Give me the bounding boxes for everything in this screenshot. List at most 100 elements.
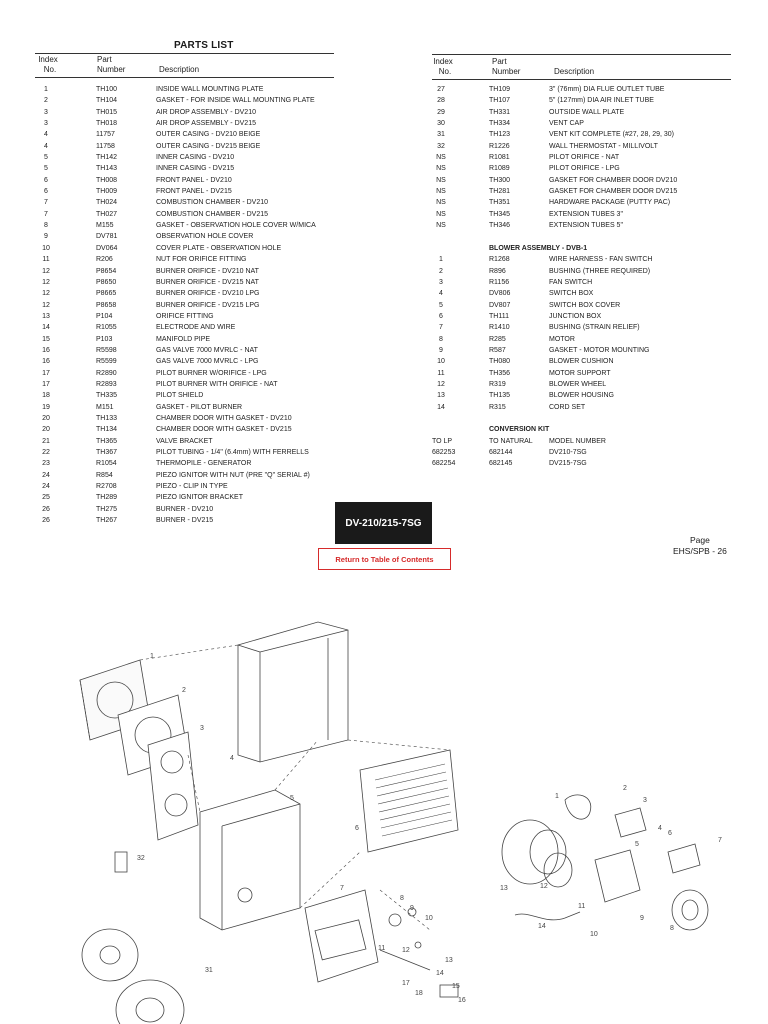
description-cell: GASKET - PILOT BURNER <box>156 403 243 411</box>
description-cell: EXTENSION TUBES 3" <box>549 210 623 218</box>
description-cell: MODEL NUMBER <box>549 437 606 445</box>
cord-set <box>514 911 581 921</box>
description-cell: GASKET FOR CHAMBER DOOR DV210 <box>549 176 678 184</box>
index-cell: 3 <box>44 120 48 128</box>
part-number-cell: TH331 <box>489 108 511 116</box>
part-number-cell: R1226 <box>489 142 510 150</box>
description-cell: COVER PLATE - OBSERVATION HOLE <box>156 244 282 252</box>
exploded-diagram-svg: 1234567891011121314151617183231123456789… <box>79 621 722 1024</box>
right-header-description: Description <box>554 67 595 76</box>
diagram-callout: 7 <box>340 885 344 892</box>
part-number-cell: R1081 <box>489 154 510 162</box>
part-number-cell: R2708 <box>96 483 117 491</box>
index-cell: 11 <box>437 369 445 377</box>
index-cell: 1 <box>439 256 443 264</box>
description-cell: ELECTRODE AND WIRE <box>156 324 236 332</box>
inner-casing <box>199 789 301 931</box>
part-number-cell: R315 <box>489 403 506 411</box>
part-number-cell: TH135 <box>489 392 511 400</box>
left-table-header-rule <box>35 77 334 78</box>
index-cell: 18 <box>42 392 50 400</box>
index-cell: 26 <box>42 517 50 525</box>
diagram-callout: 3 <box>200 725 204 732</box>
index-cell: 30 <box>437 120 445 128</box>
diagram-callout: 3 <box>643 797 647 804</box>
description-cell: ORIFICE FITTING <box>156 312 214 320</box>
right-table-header-rule <box>432 79 731 80</box>
part-number-cell: R319 <box>489 380 506 388</box>
blower-motor <box>671 889 709 931</box>
part-number-cell: TH080 <box>489 358 511 366</box>
index-cell: 12 <box>42 278 50 286</box>
part-number-cell: R206 <box>96 256 113 264</box>
description-cell: INSIDE WALL MOUNTING PLATE <box>156 86 264 93</box>
description-cell: DV215-7SG <box>549 460 587 468</box>
index-cell: 6 <box>44 188 48 196</box>
index-cell: 13 <box>42 312 50 320</box>
right-table-top-rule <box>432 54 731 55</box>
section-heading-label: CONVERSION KIT <box>489 426 550 434</box>
index-cell: NS <box>436 210 446 218</box>
part-number-cell: TH104 <box>96 97 118 105</box>
index-cell: 27 <box>437 86 445 93</box>
part-number-cell: DV064 <box>96 244 118 252</box>
part-number-cell: R2890 <box>96 369 117 377</box>
part-number-cell: 682144 <box>489 449 513 456</box>
index-cell: NS <box>436 154 446 162</box>
diagram-callout: 11 <box>378 945 385 952</box>
part-number-cell: R1055 <box>96 324 117 332</box>
description-cell: WALL THERMOSTAT - MILLIVOLT <box>549 142 658 150</box>
index-cell: 26 <box>42 505 50 513</box>
index-cell: 23 <box>42 460 50 468</box>
part-number-cell: TH267 <box>96 517 118 525</box>
part-number-cell: TH275 <box>96 505 118 513</box>
index-cell: NS <box>436 176 446 184</box>
index-cell: 7 <box>44 210 48 218</box>
section-heading: BLOWER ASSEMBLY - DVB-1 <box>432 243 732 254</box>
part-number-cell: P8654 <box>96 267 117 275</box>
diagram-callout: 12 <box>402 947 410 954</box>
diagram-callout: 7 <box>718 837 722 844</box>
part-number-cell: TH018 <box>96 120 118 128</box>
diagram-callout: 5 <box>635 841 639 848</box>
return-to-toc-button[interactable]: Return to Table of Contents <box>318 548 451 570</box>
part-number-cell: TH027 <box>96 210 118 218</box>
index-cell: 32 <box>437 142 445 150</box>
right-header-part-line2: Number <box>492 67 521 76</box>
part-number-cell: P8650 <box>96 278 117 286</box>
diagram-callout: 10 <box>590 931 598 938</box>
diagram-callout: 16 <box>458 997 466 1004</box>
description-cell: INNER CASING - DV215 <box>156 165 235 173</box>
outside-wall-plate <box>115 979 185 1024</box>
description-cell: OUTSIDE WALL PLATE <box>549 108 625 116</box>
description-cell: FAN SWITCH <box>549 278 593 286</box>
air-drop-assembly <box>147 731 199 841</box>
diagram-callout: 12 <box>540 883 548 890</box>
description-cell: GAS VALVE 7000 MVRLC - LPG <box>156 358 259 366</box>
diagram-callout: 32 <box>137 855 145 862</box>
index-cell: 25 <box>42 494 50 502</box>
diagram-callout: 13 <box>500 885 508 892</box>
index-cell: 24 <box>42 471 50 479</box>
